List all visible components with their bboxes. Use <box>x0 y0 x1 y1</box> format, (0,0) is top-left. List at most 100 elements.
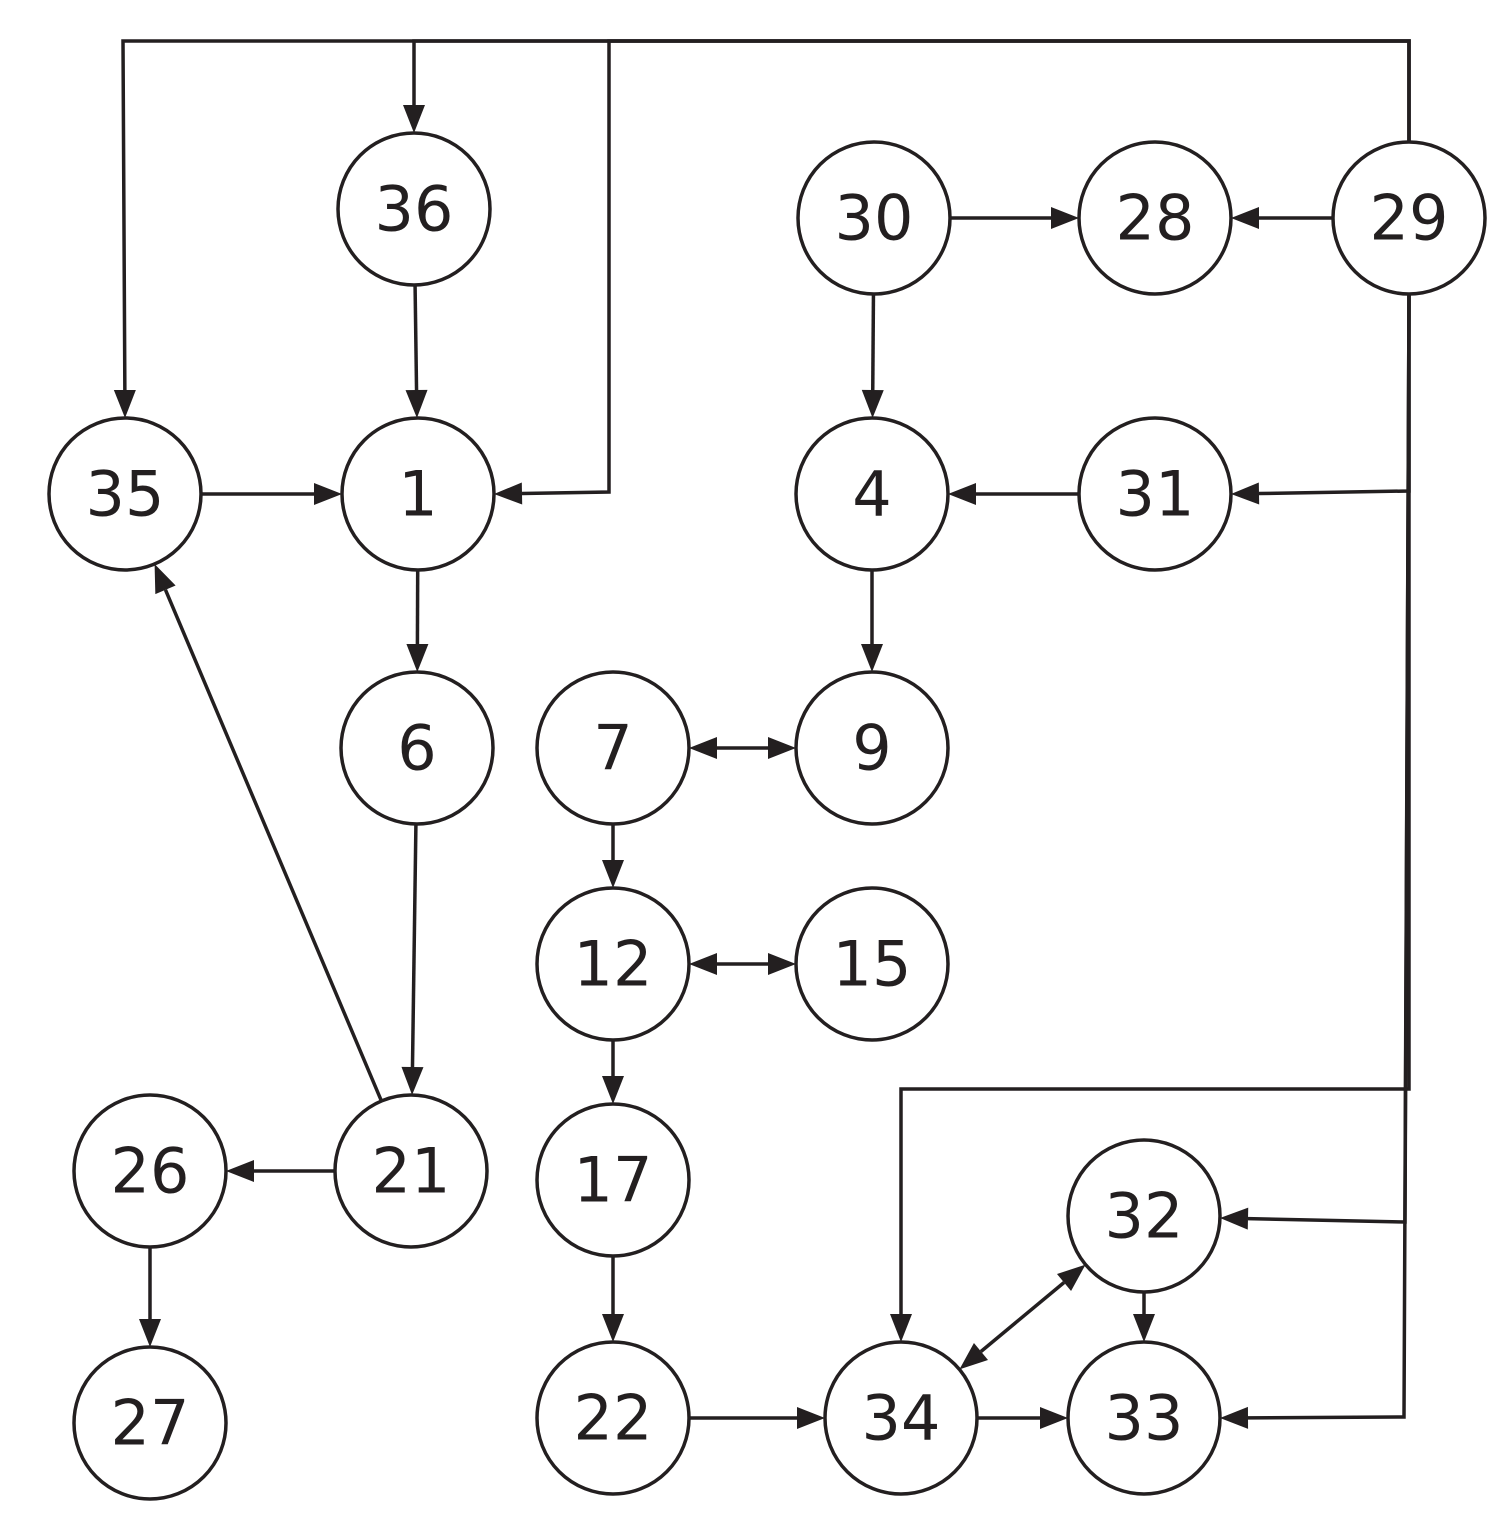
node-circle <box>535 670 691 826</box>
node-label: 31 <box>1116 458 1195 531</box>
arrowhead <box>1051 207 1079 229</box>
edge-35-1 <box>201 483 342 505</box>
edge-36-1 <box>405 284 428 419</box>
arrowhead <box>861 644 883 672</box>
node-circle <box>72 1345 228 1501</box>
node-circle <box>1077 140 1233 296</box>
node-12: 12 <box>535 886 691 1042</box>
arrowhead <box>1040 1407 1068 1429</box>
edge-29-28 <box>1231 207 1333 229</box>
node-28: 28 <box>1077 140 1233 296</box>
arrowhead <box>890 1314 912 1342</box>
arrowhead <box>1056 1264 1086 1291</box>
arrowhead <box>405 389 428 419</box>
node-30: 30 <box>796 140 952 296</box>
node-circle <box>535 1340 691 1496</box>
edge-7-12 <box>602 824 624 888</box>
arrowhead <box>1231 482 1260 505</box>
node-circle <box>1077 416 1233 572</box>
node-27: 27 <box>72 1345 228 1501</box>
edge-31-4 <box>948 483 1079 505</box>
edge-12-17 <box>602 1040 624 1104</box>
edge-line <box>1247 293 1411 1420</box>
node-circle <box>333 1093 489 1249</box>
node-35: 35 <box>47 416 203 572</box>
node-circle <box>72 1093 228 1249</box>
edge-32-33 <box>1133 1292 1155 1342</box>
arrowhead <box>689 953 717 975</box>
node-6: 6 <box>339 670 495 826</box>
node-circle <box>1066 1138 1222 1294</box>
node-label: 17 <box>574 1144 653 1217</box>
node-22: 22 <box>535 1340 691 1496</box>
edge-29-31 <box>1231 294 1411 505</box>
node-label: 35 <box>86 458 165 531</box>
edge-26-27 <box>139 1247 161 1347</box>
node-label: 36 <box>375 173 454 246</box>
arrowhead <box>797 1407 825 1429</box>
node-26: 26 <box>72 1093 228 1249</box>
node-label: 26 <box>111 1135 190 1208</box>
node-label: 34 <box>862 1382 941 1455</box>
edge-7-9 <box>689 737 796 759</box>
node-circle <box>1066 1340 1222 1496</box>
edge-line <box>412 39 1411 142</box>
node-circle <box>794 670 950 826</box>
node-36: 36 <box>336 131 492 287</box>
node-circle <box>339 670 495 826</box>
arrowhead <box>768 737 796 759</box>
edge-29-1 <box>494 39 1411 505</box>
node-17: 17 <box>535 1102 691 1258</box>
node-label: 15 <box>833 928 912 1001</box>
node-circle <box>535 886 691 1042</box>
node-34: 34 <box>823 1340 979 1496</box>
node-15: 15 <box>794 886 950 1042</box>
edge-21-26 <box>226 1160 335 1182</box>
edge-17-22 <box>602 1256 624 1342</box>
node-circle <box>794 886 950 1042</box>
node-31: 31 <box>1077 416 1233 572</box>
edge-29-33 <box>1220 293 1411 1429</box>
edge-30-28 <box>950 207 1079 229</box>
node-7: 7 <box>535 670 691 826</box>
arrowhead <box>861 389 884 419</box>
edge-line <box>979 1281 1066 1353</box>
arrowhead <box>602 1076 624 1104</box>
arrowhead <box>1133 1314 1155 1342</box>
node-circle <box>794 416 950 572</box>
node-label: 1 <box>398 458 437 531</box>
node-label: 12 <box>574 928 653 1001</box>
edge-21-35 <box>154 564 384 1102</box>
arrowhead <box>403 105 425 133</box>
edge-line <box>871 293 876 391</box>
node-circle <box>1331 140 1487 296</box>
arrowhead <box>154 564 176 595</box>
node-circle <box>796 140 952 296</box>
node-32: 32 <box>1066 1138 1222 1294</box>
edge-29-36 <box>403 39 1411 142</box>
arrowhead <box>1220 1207 1249 1230</box>
node-label: 4 <box>852 458 891 531</box>
arrowhead <box>689 737 717 759</box>
node-label: 21 <box>372 1135 451 1208</box>
arrowhead <box>768 953 796 975</box>
edge-line <box>521 39 1411 496</box>
node-label: 9 <box>852 712 891 785</box>
arrowhead <box>401 1066 424 1096</box>
edge-layer <box>113 39 1411 1429</box>
edge-line <box>413 284 419 391</box>
arrowhead <box>1220 1406 1249 1429</box>
node-33: 33 <box>1066 1340 1222 1496</box>
node-label: 32 <box>1105 1180 1184 1253</box>
node-label: 7 <box>593 712 632 785</box>
node-label: 6 <box>397 712 436 785</box>
arrowhead <box>139 1319 161 1347</box>
node-circle <box>535 1102 691 1258</box>
node-label: 27 <box>111 1387 190 1460</box>
arrowhead <box>406 643 429 673</box>
arrowhead <box>314 483 342 505</box>
edge-1-6 <box>406 569 429 673</box>
node-9: 9 <box>794 670 950 826</box>
node-circle <box>823 1340 979 1496</box>
